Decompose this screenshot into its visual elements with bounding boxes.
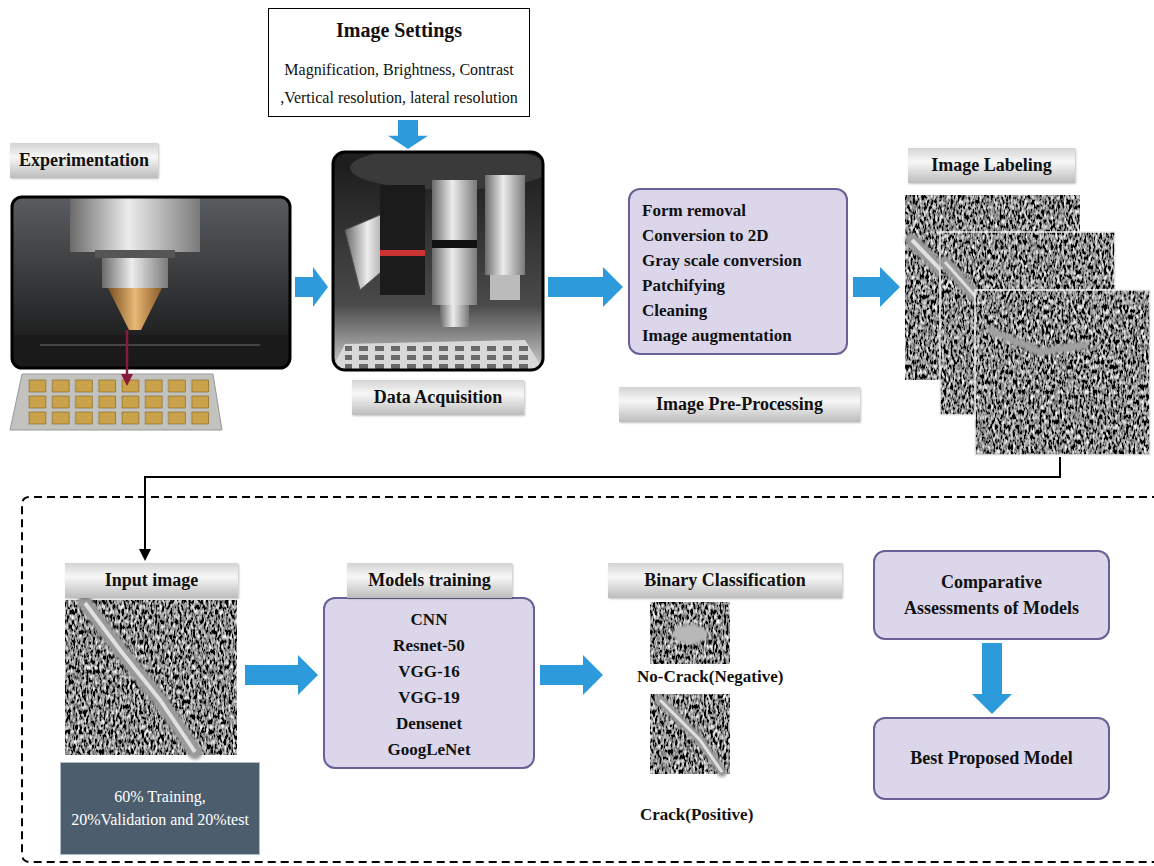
box-text: Comparative Assessments of Models [902,569,1082,621]
list-item: Cleaning [642,298,838,323]
objective-tip [440,305,469,327]
list-item: Conversion to 2D [642,223,838,248]
microscope-photo [333,152,543,370]
objective-tip [490,275,520,300]
photo-frame [12,197,290,368]
list-item: Gray scale conversion [642,248,838,273]
pointer-arrowhead [121,374,133,386]
connector [548,267,623,307]
connector [245,655,318,695]
objective-lens [432,180,477,305]
list-item: GoogLeNet [331,737,527,763]
list-item: Form removal [642,198,838,223]
photo-panel: Experimentation [12,197,290,368]
build-platform [12,335,290,368]
dashed-region [22,497,1154,862]
step-heading: Experimentation [10,143,158,178]
image-stack: Image Labeling [905,148,1150,455]
block-arrow [972,643,1012,714]
crack-streak [990,330,1085,352]
brass-nozzle [108,288,162,330]
block-arrow [245,655,318,695]
block-arrow [295,267,328,307]
micrograph [650,602,730,664]
objective-band [432,240,477,248]
list-item: Patchifying [642,273,838,298]
box-text: Magnification, Brightness, Contrast ,Ver… [273,56,525,112]
micrograph [65,600,237,755]
list-item: CNN [331,607,527,633]
objective-lens [485,175,525,275]
connector [972,643,1012,714]
platform-reflection [40,344,260,346]
class-label: Crack(Positive) [640,805,753,825]
block-arrow [548,267,623,307]
connector [853,267,900,307]
step-heading: Binary Classification [608,563,842,598]
micrograph [650,694,730,774]
stage-holes [345,344,530,370]
settings-box: Image SettingsMagnification, Brightness,… [268,8,530,117]
split-box: 60% Training, 20%Validation and 20%test [60,762,260,855]
step-heading: Data Acquisition [352,380,524,415]
photo-background [12,197,290,368]
list-item: Densenet [331,711,527,737]
block-arrow [853,267,900,307]
block-arrow [388,120,428,149]
surface-blob [672,624,708,644]
classification-panel: Binary ClassificationNo-Crack(Negative) C… [608,563,842,835]
list-item: Image augmentation [642,323,838,348]
box-text: 60% Training, 20%Validation and 20%test [71,786,249,831]
nozzle-body [102,258,168,288]
micrograph [975,290,1150,455]
objective-lens [380,185,425,295]
arrowhead [139,549,151,561]
photo-background [333,152,543,370]
stage-plate [333,340,543,370]
photo-frame [333,152,543,370]
step-heading: Image Pre-Processing [619,387,860,422]
image-border [975,290,1150,455]
connector [540,655,603,695]
list-item: VGG-19 [331,685,527,711]
box-text: Best Proposed Model [910,745,1073,771]
step-heading: Input image [65,563,238,598]
sample-squares [26,378,212,426]
nozzle-ring [95,250,175,258]
block-arrow [540,655,603,695]
objective-band [380,250,425,256]
connector [388,120,428,149]
crack-streak [85,603,195,752]
crack-streak [85,603,195,752]
step-heading: Image Labeling [908,148,1075,183]
sample-plate [10,374,222,430]
process-box: Form removalConversion to 2DGray scale c… [628,188,848,355]
process-box: Comparative Assessments of Models [873,550,1110,640]
class-label: No-Crack(Negative) [637,667,783,687]
connector-line [145,457,1060,553]
input-panel: Input image [60,563,240,755]
list-item: Resnet-50 [331,633,527,659]
process-box: Best Proposed Model [873,717,1110,800]
crack-streak [660,700,722,772]
step-heading: Models training [347,563,512,598]
connector [295,267,328,307]
nozzle-body [70,197,200,252]
printer-photo [12,197,290,368]
connector [139,457,1060,561]
model-box: Models trainingCNNResnet-50VGG-16VGG-19D… [323,597,535,769]
pointer-line [126,330,129,376]
list-item: VGG-16 [331,659,527,685]
box-title: Image Settings [273,19,525,42]
crack-streak [660,700,722,772]
